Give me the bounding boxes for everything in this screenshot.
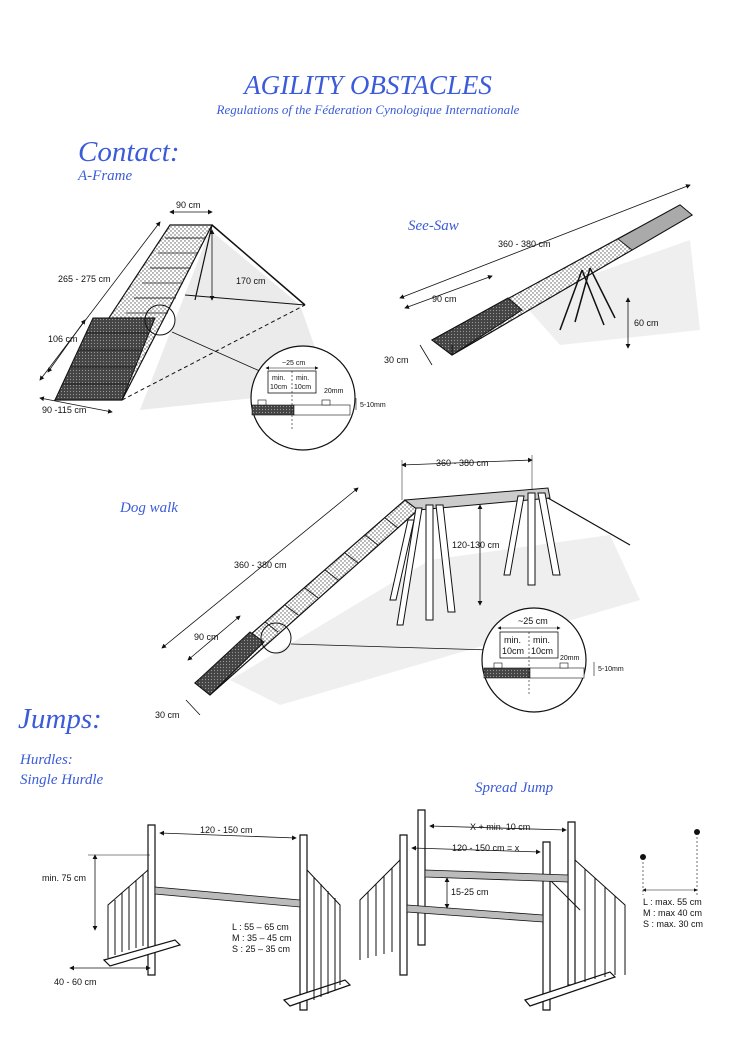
aframe-slat-min-b2: 10cm [294, 384, 311, 391]
seesaw-contact-label: 90 cm [432, 294, 457, 304]
single-hurdle-height-m: M : 35 – 45 cm [232, 933, 292, 943]
section-jumps-heading: Jumps: [18, 703, 102, 735]
page-subtitle: Regulations of the Féderation Cynologiqu… [216, 102, 520, 117]
single-hurdle-label: Single Hurdle [20, 772, 104, 788]
dogwalk-drawing: 360 - 380 cm 120-130 cm 360 - 380 cm 90 … [155, 455, 640, 720]
seesaw-height-label: 60 cm [634, 318, 659, 328]
spread-jump-label: Spread Jump [475, 780, 554, 796]
spread-jump-height-m: M : max 40 cm [643, 908, 702, 918]
single-hurdle-wing-height-label: min. 75 cm [42, 873, 86, 883]
dogwalk-slat-min-b: min. [533, 635, 550, 645]
aframe-height-label: 170 cm [236, 276, 266, 286]
hurdles-label: Hurdles: [20, 752, 73, 768]
dogwalk-ramp-label: 360 - 380 cm [234, 560, 287, 570]
dogwalk-slat-width: 20mm [560, 655, 580, 662]
dogwalk-height-label: 120-130 cm [452, 540, 500, 550]
dogwalk-plank-label: 360 - 380 cm [436, 458, 489, 468]
spread-jump-height-s: S : max. 30 cm [643, 919, 703, 929]
aframe-base-width-label: 90 -115 cm [42, 405, 86, 415]
spread-jump-inner-width-label: 120 - 150 cm = x [452, 843, 520, 853]
seesaw-length-label: 360 - 380 cm [498, 239, 551, 249]
spread-jump-gap-label: 15-25 cm [451, 887, 489, 897]
spread-jump-height-l: L : max. 55 cm [643, 897, 702, 907]
aframe-slat-min-a: min. [272, 375, 285, 382]
aframe-length-label: 265 - 275 cm [58, 274, 111, 284]
aframe-slat-min-b: min. [296, 375, 309, 382]
seesaw-drawing: 360 - 380 cm 90 cm 60 cm 30 cm [384, 184, 700, 366]
dogwalk-width-label: 30 cm [155, 710, 180, 720]
aframe-label: A-Frame [78, 168, 133, 184]
single-hurdle-height-s: S : 25 – 35 cm [232, 944, 290, 954]
aframe-slat-min-a2: 10cm [270, 384, 287, 391]
aframe-slat-height: 5-10mm [360, 402, 386, 409]
dogwalk-slat-min-a: min. [504, 635, 521, 645]
spread-jump-outer-width-label: X + min. 10 cm [470, 822, 530, 832]
single-hurdle-wing-width-label: 40 - 60 cm [54, 977, 97, 987]
aframe-slat-width: 20mm [324, 388, 344, 395]
dogwalk-slat-min-b2: 10cm [531, 646, 553, 656]
spread-jump-drawing: X + min. 10 cm 120 - 150 cm = x 15-25 cm… [359, 809, 703, 1011]
single-hurdle-height-l: L : 55 – 65 cm [232, 922, 289, 932]
dogwalk-slat-detail: ~25 cm min. 10cm min. 10cm 20mm 5-10mm [481, 607, 624, 713]
aframe-slat-detail: ~25 cm min. 10cm min. 10cm 20mm 5-10mm [250, 345, 386, 451]
seesaw-width-label: 30 cm [384, 355, 409, 365]
dogwalk-contact-label: 90 cm [194, 632, 219, 642]
aframe-contact-label: 106 cm [48, 334, 78, 344]
page-title: AGILITY OBSTACLES [244, 70, 492, 100]
aframe-top-width-label: 90 cm [176, 200, 201, 210]
single-hurdle-drawing: 120 - 150 cm min. 75 cm 40 - 60 cm L : 5… [42, 824, 352, 1011]
dogwalk-slat-height: 5-10mm [598, 666, 624, 673]
single-hurdle-width-label: 120 - 150 cm [200, 825, 253, 835]
aframe-slat-spacing: ~25 cm [282, 360, 305, 367]
dogwalk-slat-min-a2: 10cm [502, 646, 524, 656]
dogwalk-slat-spacing: ~25 cm [518, 616, 548, 626]
section-contact-heading: Contact: [78, 136, 180, 168]
